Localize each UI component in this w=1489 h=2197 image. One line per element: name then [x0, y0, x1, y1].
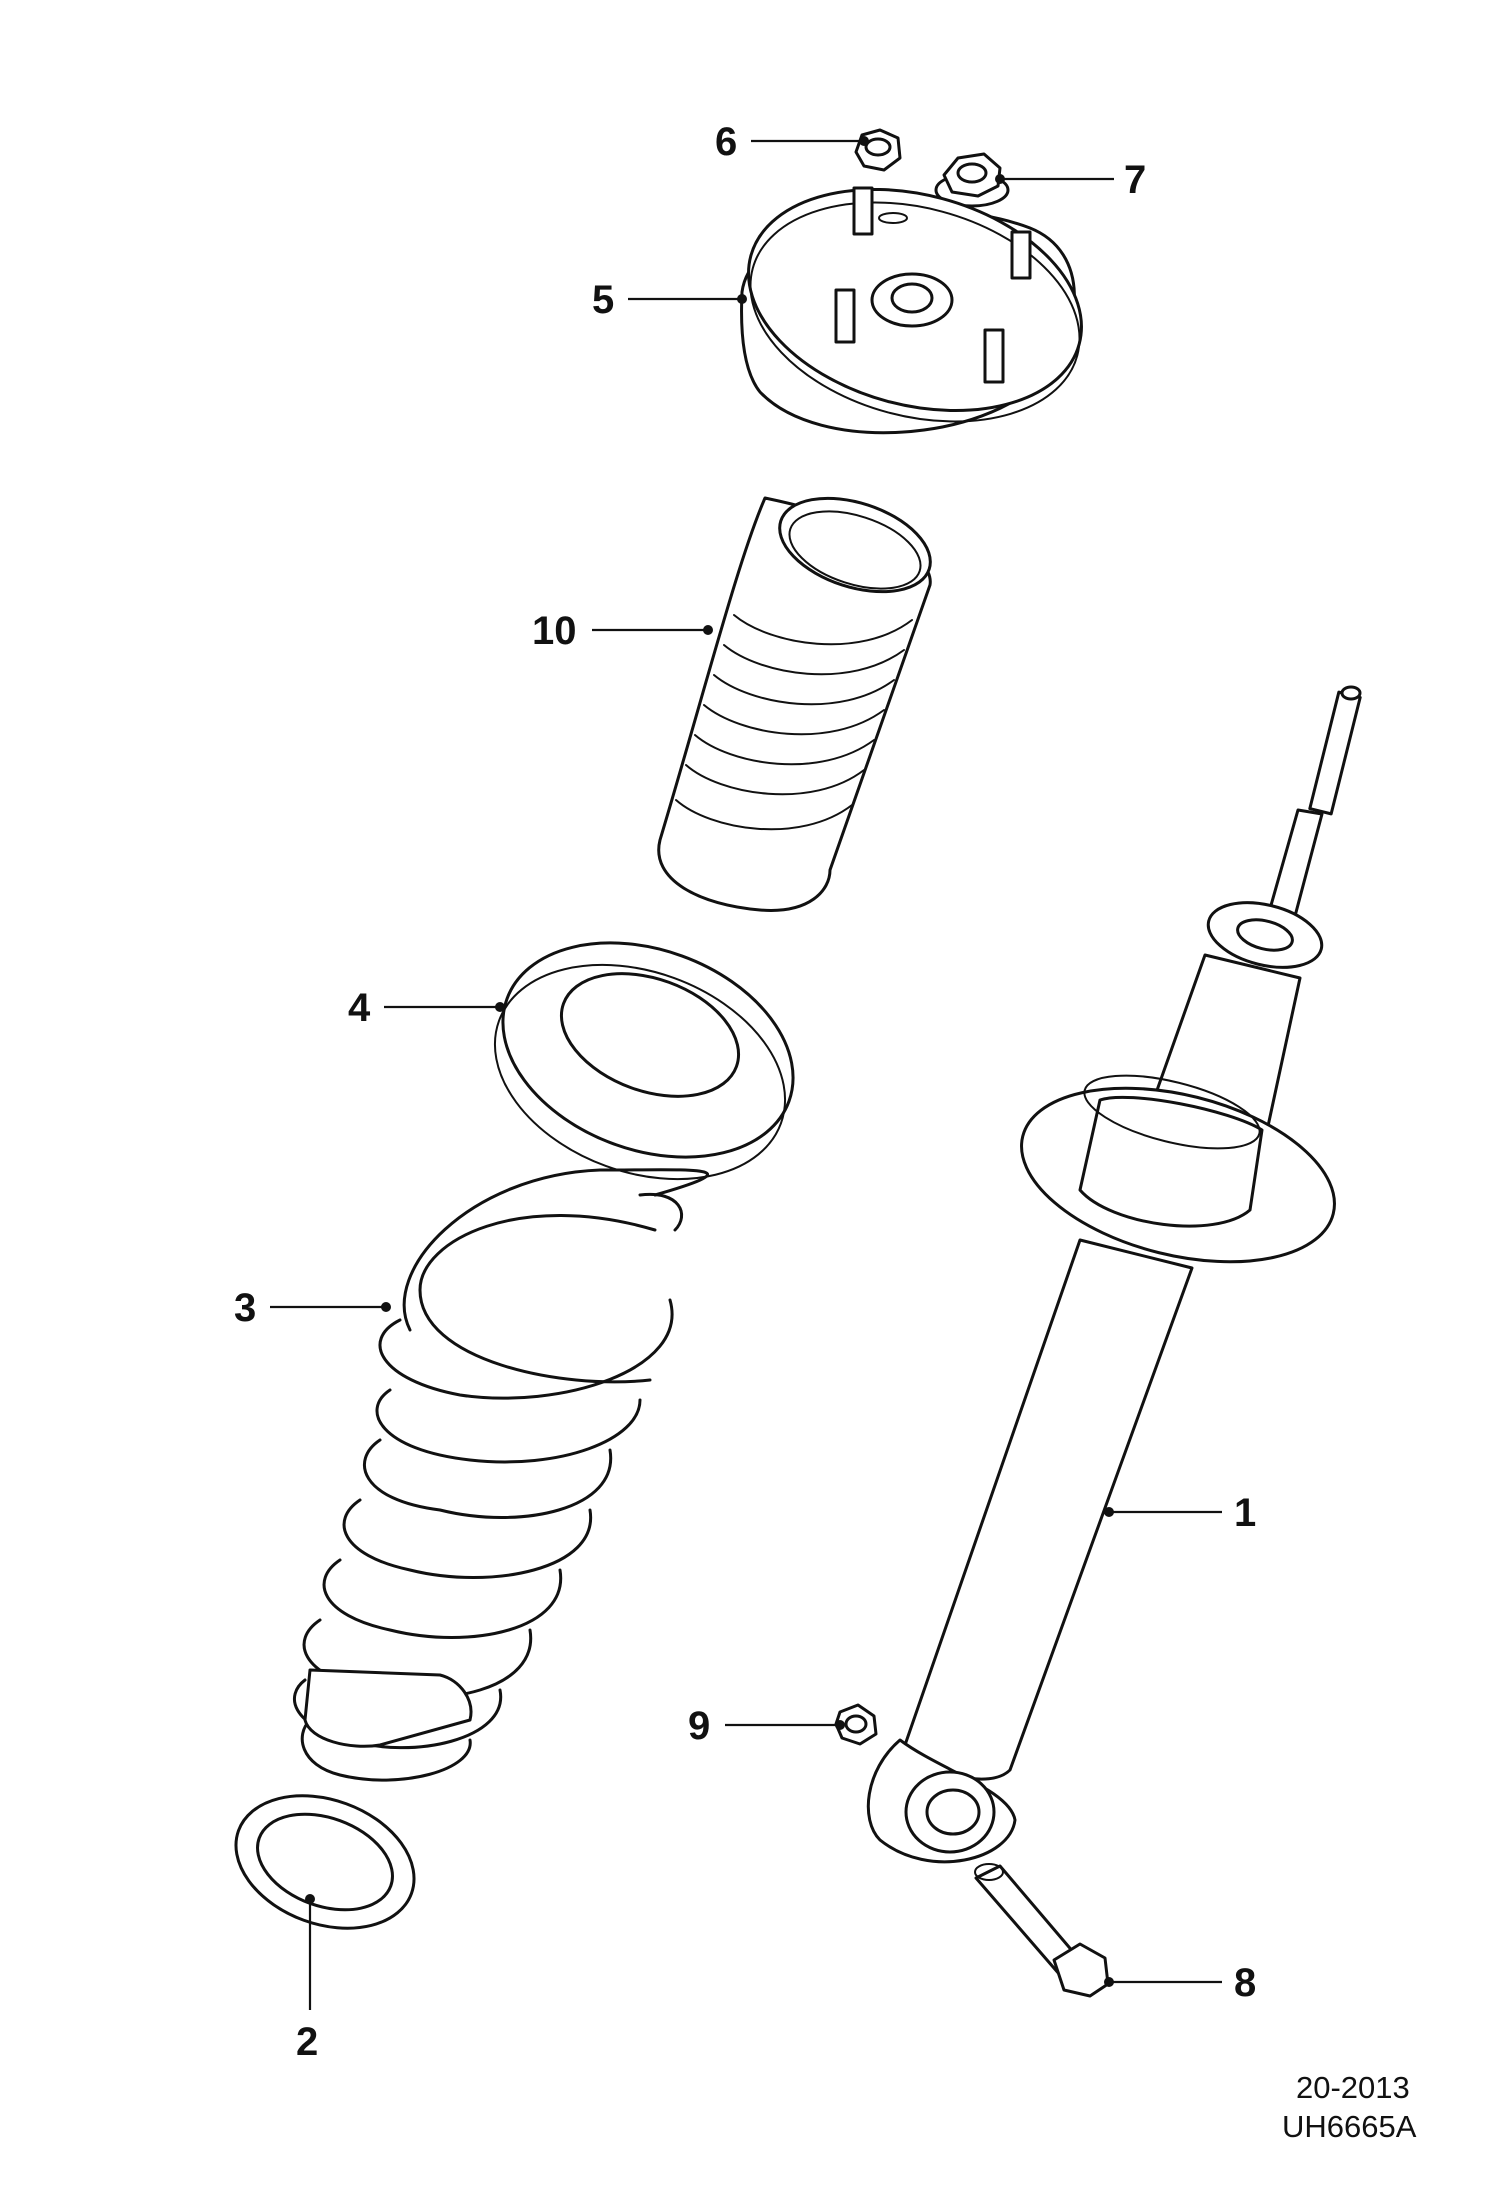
part-6-nut [854, 128, 902, 172]
callout-6: 6 [715, 120, 737, 164]
part-8-bolt [974, 1863, 1110, 1998]
leader-9-dot [835, 1720, 845, 1730]
callout-5: 5 [592, 278, 614, 322]
callout-2: 2 [296, 2020, 318, 2064]
leader-7-dot [995, 174, 1005, 184]
part-9-nut [834, 1703, 878, 1746]
leader-3-dot [381, 1302, 391, 1312]
callout-10: 10 [532, 609, 577, 653]
leader-10-dot [703, 625, 713, 635]
leader-1-dot [1104, 1507, 1114, 1517]
part-2-isolator-ring [234, 1794, 416, 1930]
callout-4: 4 [348, 986, 371, 1030]
part-5-top-mount [740, 186, 1083, 435]
leader-5-dot [737, 294, 747, 304]
part-1-shock-absorber [866, 685, 1362, 1864]
leader-6-dot [859, 136, 869, 146]
callout-8: 8 [1234, 1961, 1256, 2005]
leader-4-dot [495, 1002, 505, 1012]
callout-1: 1 [1234, 1491, 1256, 1535]
illustration-code: UH6665A [1282, 2109, 1417, 2144]
leader-2-dot [305, 1894, 315, 1904]
callout-7: 7 [1124, 158, 1146, 202]
leader-8-dot [1104, 1977, 1114, 1987]
part-3-coil-spring [293, 1168, 710, 1782]
section-reference: 20-2013 [1296, 2070, 1410, 2105]
part-10-dust-boot [657, 496, 932, 912]
callout-3: 3 [234, 1286, 256, 1330]
part-4-spring-seat [493, 941, 795, 1181]
callout-9: 9 [688, 1704, 710, 1748]
